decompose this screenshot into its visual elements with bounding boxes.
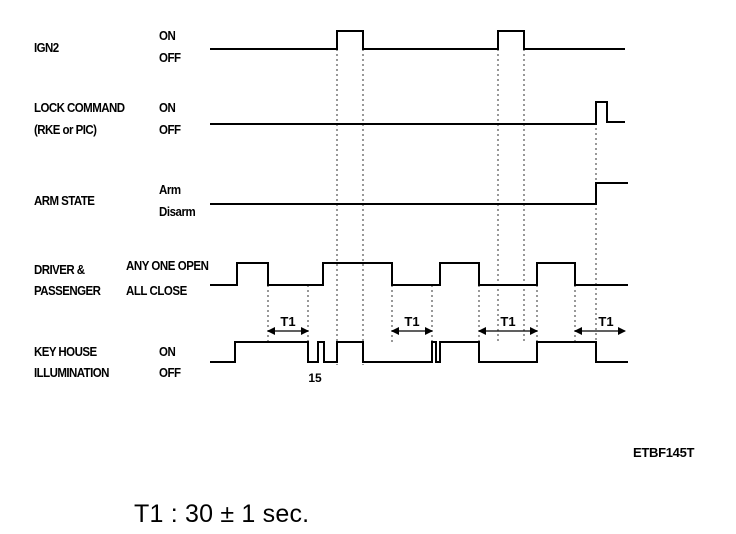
arm-state-disarm: Disarm — [159, 205, 196, 219]
lock-command-label-line2: (RKE or PIC) — [34, 123, 97, 137]
guide-lines — [267, 49, 597, 365]
fifteen-sec-marker: 15 — [308, 371, 322, 385]
key-off-state: OFF — [159, 366, 181, 380]
t1-interval-label: T1 — [280, 314, 295, 329]
door-label-line2: PASSENGER — [34, 284, 101, 298]
door-closed-state: ALL CLOSE — [126, 284, 187, 298]
lock-command-waveform — [210, 101, 625, 125]
key-illumination-label-line1: KEY HOUSE — [34, 345, 97, 359]
arm-state-arm: Arm — [159, 183, 181, 197]
ign2-on-state: ON — [159, 29, 176, 43]
figure-code: ETBF145T — [633, 445, 695, 460]
door-waveform — [210, 262, 628, 286]
key-on-state: ON — [159, 345, 176, 359]
arm-state-waveform — [210, 182, 628, 205]
ign2-label: IGN2 — [34, 41, 59, 55]
lock-off-state: OFF — [159, 123, 181, 137]
key-illumination-label-line2: ILLUMINATION — [34, 366, 109, 380]
t1-interval-label: T1 — [598, 314, 613, 329]
t1-interval-label: T1 — [404, 314, 419, 329]
arm-state-label: ARM STATE — [34, 194, 95, 208]
ign2-off-state: OFF — [159, 51, 181, 65]
t1-definition-note: T1 : 30 ± 1 sec. — [134, 500, 310, 528]
key-illumination-waveform — [210, 341, 628, 363]
lock-on-state: ON — [159, 101, 176, 115]
lock-command-label-line1: LOCK COMMAND — [34, 101, 125, 115]
door-open-state: ANY ONE OPEN — [126, 259, 209, 273]
t1-interval-label: T1 — [500, 314, 515, 329]
ign2-waveform — [210, 30, 625, 50]
door-label-line1: DRIVER & — [34, 263, 85, 277]
